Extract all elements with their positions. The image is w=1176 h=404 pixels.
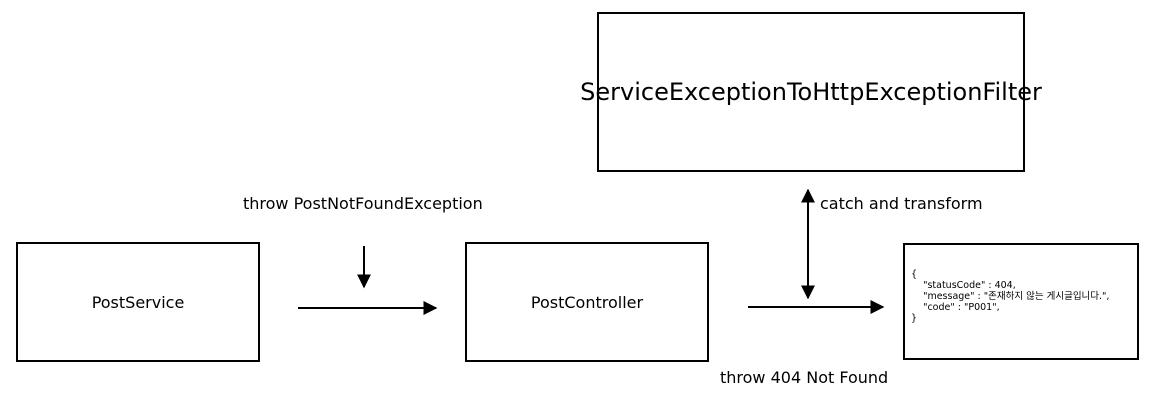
throw-404-caption: throw 404 Not Found (720, 368, 889, 387)
throw-exception-caption: throw PostNotFoundException (243, 194, 483, 213)
response-json-text: { "statusCode" : 404, "message" : "존재하지 … (911, 269, 1110, 324)
exception-filter-label: ServiceExceptionToHttpExceptionFilter (580, 78, 1042, 106)
post-controller-label: PostController (530, 292, 644, 312)
exception-filter-box: ServiceExceptionToHttpExceptionFilter (580, 12, 1042, 172)
post-service-label: PostService (91, 292, 185, 312)
post-service-box: PostService (16, 242, 260, 362)
catch-transform-caption: catch and transform (820, 194, 983, 213)
response-json-box: { "statusCode" : 404, "message" : "존재하지 … (903, 243, 1139, 360)
post-controller-box: PostController (465, 242, 709, 362)
